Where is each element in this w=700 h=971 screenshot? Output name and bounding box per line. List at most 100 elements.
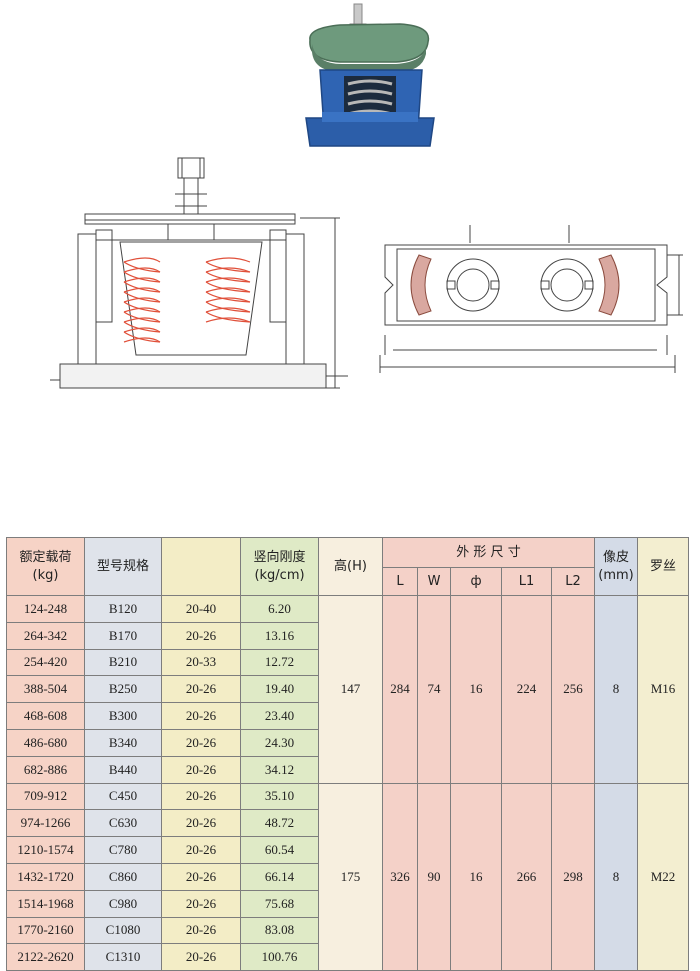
stiffness-cell: 12.72 [240, 648, 319, 677]
range-cell: 20-26 [161, 862, 241, 891]
load-cell: 254-420 [6, 648, 85, 677]
range-cell: 20-26 [161, 755, 241, 784]
stiffness-cell: 100.76 [240, 943, 319, 971]
L1-cell: 266 [501, 782, 552, 971]
header-height: 高(H) [318, 537, 383, 596]
header-load: 额定载荷 (kg) [6, 537, 85, 596]
range-cell: 20-26 [161, 728, 241, 757]
range-cell: 20-26 [161, 702, 241, 730]
thread-cell: M16 [637, 595, 690, 784]
header-blank [161, 537, 241, 596]
range-cell: 20-26 [161, 782, 241, 811]
model-cell: B170 [84, 621, 162, 650]
table-row: 468-608 B300 20-26 23.40 [6, 702, 689, 730]
L-cell: 326 [382, 782, 418, 971]
height-cell: 147 [318, 595, 383, 784]
stiffness-cell: 75.68 [240, 889, 319, 918]
model-cell: B300 [84, 702, 162, 730]
front-elevation-drawing [50, 157, 348, 389]
table-row: 486-680 B340 20-26 24.30 [6, 728, 689, 757]
table-row: 1210-1574 C780 20-26 60.54 [6, 836, 689, 864]
load-cell: 2122-2620 [6, 943, 85, 971]
stiffness-cell: 48.72 [240, 809, 319, 838]
load-cell: 1432-1720 [6, 862, 85, 891]
model-cell: C450 [84, 782, 162, 811]
range-cell: 20-26 [161, 916, 241, 945]
model-cell: C780 [84, 836, 162, 864]
range-cell: 20-40 [161, 595, 241, 623]
range-cell: 20-33 [161, 648, 241, 677]
header-L1: L1 [501, 567, 552, 596]
load-cell: 682-886 [6, 755, 85, 784]
stiffness-cell: 23.40 [240, 702, 319, 730]
height-cell: 175 [318, 782, 383, 971]
stiffness-cell: 24.30 [240, 728, 319, 757]
stiffness-cell: 35.10 [240, 782, 319, 811]
model-cell: B250 [84, 675, 162, 704]
header-L2: L2 [550, 567, 596, 596]
header-rubber-label: 像皮 [603, 549, 630, 565]
table-row: 264-342 B170 20-26 13.16 [6, 621, 689, 650]
header-stiffness-unit: (kg/cm) [254, 567, 305, 583]
model-cell: B340 [84, 728, 162, 757]
load-cell: 388-504 [6, 675, 85, 704]
L1-cell: 224 [501, 595, 552, 784]
header-W: W [417, 567, 451, 596]
header-thread: 罗丝 [637, 537, 690, 596]
stiffness-cell: 19.40 [240, 675, 319, 704]
load-cell: 974-1266 [6, 809, 85, 838]
load-cell: 1514-1968 [6, 889, 85, 918]
stiffness-cell: 66.14 [240, 862, 319, 891]
header-L: L [382, 567, 418, 596]
table-row: 1514-1968 C980 20-26 75.68 [6, 889, 689, 918]
plan-view-drawing [379, 225, 683, 373]
phi-cell: 16 [450, 595, 502, 784]
load-cell: 468-608 [6, 702, 85, 730]
load-cell: 1210-1574 [6, 836, 85, 864]
header-row-1: 额定载荷 (kg) 型号规格 竖向刚度 (kg/cm) 高(H) 外 形 尺 寸 像… [6, 537, 690, 596]
model-cell: C860 [84, 862, 162, 891]
range-cell: 20-26 [161, 809, 241, 838]
table-row: 974-1266 C630 20-26 48.72 [6, 809, 689, 838]
table-row: 682-886 B440 20-26 34.12 [6, 755, 689, 784]
thread-cell: M22 [637, 782, 690, 971]
product-photo [305, 3, 435, 147]
header-model: 型号规格 [84, 537, 162, 596]
table-row: 1770-2160 C1080 20-26 83.08 [6, 916, 689, 945]
table-row: 254-420 B210 20-33 12.72 [6, 648, 689, 677]
model-cell: C1080 [84, 916, 162, 945]
rubber-cell: 8 [594, 782, 639, 971]
phi-cell: 16 [450, 782, 502, 971]
model-cell: C630 [84, 809, 162, 838]
header-stiffness-label: 竖向刚度 [253, 549, 306, 565]
header-row-2: L W ф L1 L2 [7, 567, 689, 596]
L2-cell: 298 [550, 782, 596, 971]
stiffness-cell: 60.54 [240, 836, 319, 864]
W-cell: 90 [417, 782, 451, 971]
load-cell: 1770-2160 [6, 916, 85, 945]
header-dimensions: 外 形 尺 寸 [381, 537, 596, 568]
model-cell: B120 [84, 595, 162, 623]
header-stiffness: 竖向刚度 (kg/cm) [240, 537, 319, 596]
range-cell: 20-26 [161, 836, 241, 864]
header-rubber-unit: (mm) [598, 567, 634, 583]
stiffness-cell: 34.12 [240, 755, 319, 784]
load-cell: 709-912 [6, 782, 85, 811]
load-cell: 264-342 [6, 621, 85, 650]
range-cell: 20-26 [161, 889, 241, 918]
header-load-label: 额定载荷 [19, 549, 72, 565]
model-cell: B210 [84, 648, 162, 677]
model-cell: C980 [84, 889, 162, 918]
range-cell: 20-26 [161, 675, 241, 704]
stiffness-cell: 6.20 [240, 595, 319, 623]
L-cell: 284 [382, 595, 418, 784]
header-load-unit: (kg) [32, 567, 59, 583]
model-cell: B440 [84, 755, 162, 784]
header-phi: ф [450, 567, 502, 596]
model-cell: C1310 [84, 943, 162, 971]
load-cell: 486-680 [6, 728, 85, 757]
spec-table: 额定载荷 (kg) 型号规格 竖向刚度 (kg/cm) 高(H) 外 形 尺 寸 像… [6, 537, 690, 971]
table-row: 709-912 C450 20-26 35.10 175 326 90 16 2… [6, 782, 690, 971]
load-cell: 124-248 [6, 595, 85, 623]
rubber-cell: 8 [594, 595, 639, 784]
